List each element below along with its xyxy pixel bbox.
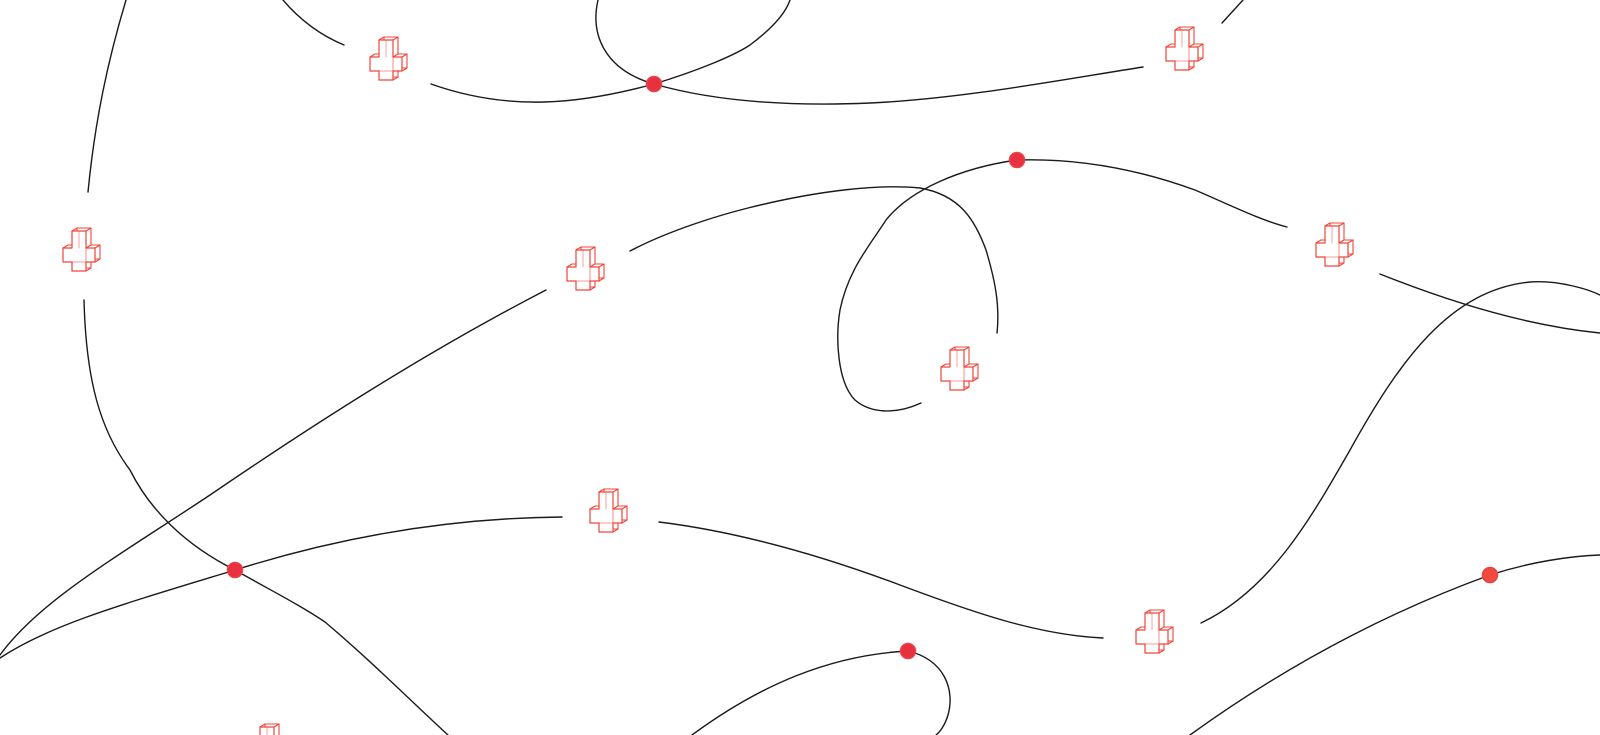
curve-top-loop (595, 0, 791, 85)
curve-lower-right-rise (1200, 281, 1600, 624)
red-dot-icon[interactable] (899, 642, 917, 660)
curve-center-right (1016, 159, 1288, 228)
red-dot-icon[interactable] (1481, 566, 1499, 584)
curve-mid-diagonal (0, 289, 547, 656)
red-dot-icon[interactable] (226, 561, 244, 579)
red-dot-icon[interactable] (1008, 151, 1026, 169)
curve-mid-upper (629, 186, 999, 334)
plus-cross-3d-icon (250, 723, 289, 735)
curve-bottom-right (1189, 554, 1600, 735)
curve-bottom-loop (691, 650, 951, 735)
curve-lower-mid (658, 521, 1104, 639)
curve-left-vertical-bottom (83, 299, 449, 735)
curve-top-right-stub (1221, 0, 1244, 24)
curve-center-loop (837, 159, 1018, 412)
curve-right-upper (1379, 273, 1600, 334)
curve-top-left-bottom (430, 83, 655, 103)
plus-cross-3d-icon (1135, 609, 1174, 654)
curve-top-right (653, 66, 1144, 105)
plus-cross-3d-icon (589, 488, 628, 533)
curve-top-left-arc (282, 0, 345, 46)
red-dot-icon[interactable] (645, 75, 663, 93)
curve-left-vertical-top (87, 0, 127, 193)
plus-cross-3d-icon (1165, 26, 1204, 71)
plus-cross-3d-icon (369, 36, 408, 81)
curve-lower-left-long (0, 516, 563, 659)
dot-layer (226, 75, 1499, 660)
cross-icon-layer (62, 26, 1354, 735)
plus-cross-3d-icon (62, 227, 101, 272)
plus-cross-3d-icon (940, 346, 979, 391)
plus-cross-3d-icon (1315, 222, 1354, 267)
plus-cross-3d-icon (566, 246, 605, 291)
